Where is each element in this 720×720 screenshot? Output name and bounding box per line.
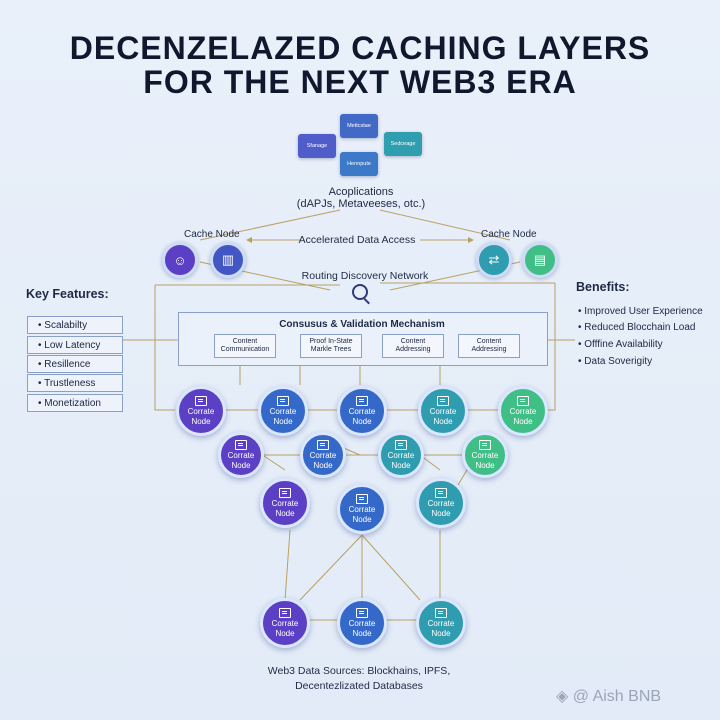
- cache-node-left-label: Cache Node: [184, 229, 240, 240]
- node-icon: [395, 439, 407, 450]
- database-icon: ▤: [522, 242, 558, 278]
- benefit-item: • Offfine Availability: [578, 339, 663, 350]
- node-label: Corrate: [187, 406, 215, 416]
- cache-node-right-label: Cache Node: [481, 229, 537, 240]
- data-sources-label: Web3 Data Sources: Blockhains, IPFS,: [267, 665, 451, 677]
- feature-item: • Low Latency: [27, 336, 123, 354]
- node-label: Corrate: [427, 618, 455, 628]
- consensus-title: Consusus & Validation Mechanism: [279, 319, 445, 330]
- applications-sub: (dAPJs, Metaveeses, otc.): [296, 198, 426, 210]
- server-icon: ▥: [210, 242, 246, 278]
- page-subtitle: FOR THE NEXT WEB3 ERA: [143, 64, 577, 100]
- compute-box: Henopute: [340, 152, 378, 176]
- node-label: Node: [231, 460, 251, 470]
- data-sources-label-2: Decentezlizated Databases: [295, 680, 423, 692]
- page-title: DECENZELAZED CACHING LAYERS: [69, 30, 651, 66]
- feature-item: • Monetization: [27, 394, 123, 412]
- service-box: Sedceage: [384, 132, 422, 156]
- node-label: Node: [475, 460, 495, 470]
- node-label: Corrate: [348, 618, 376, 628]
- node-label: Node: [275, 628, 295, 638]
- benefit-item: • Data Soverigity: [578, 356, 653, 367]
- node-label: Node: [313, 460, 333, 470]
- node-label: Node: [391, 460, 411, 470]
- node-label: Corrate: [509, 406, 537, 416]
- node-icon: [437, 395, 449, 406]
- node-label: Corrate: [271, 498, 299, 508]
- node-label: Corrate: [348, 406, 376, 416]
- key-features-heading: Key Features:: [26, 287, 109, 301]
- user-icon: ☺: [162, 242, 198, 278]
- node-icon: [356, 607, 368, 618]
- feature-item: • Trustleness: [27, 374, 123, 392]
- node-label: Corrate: [309, 450, 337, 460]
- node-icon: [356, 395, 368, 406]
- node-icon: [356, 493, 368, 504]
- transfer-icon: ⇄: [476, 242, 512, 278]
- node-label: Node: [431, 508, 451, 518]
- node-label: Node: [273, 416, 293, 426]
- accelerated-label: Accelerated Data Access: [298, 234, 416, 246]
- node-label: Corrate: [227, 450, 255, 460]
- feature-item: • Scalabilty: [27, 316, 123, 334]
- node-label: Node: [352, 628, 372, 638]
- node-label: Corrate: [427, 498, 455, 508]
- search-icon: [352, 284, 368, 300]
- benefit-item: • Reduced Blocchain Load: [578, 322, 696, 333]
- node-icon: [279, 607, 291, 618]
- node-icon: [317, 439, 329, 450]
- node-icon: [517, 395, 529, 406]
- node-label: Corrate: [348, 504, 376, 514]
- routing-label: Routing Discovery Network: [301, 270, 429, 282]
- node-label: Corrate: [271, 618, 299, 628]
- node-label: Corrate: [269, 406, 297, 416]
- benefits-heading: Benefits:: [576, 280, 630, 294]
- node-label: Node: [275, 508, 295, 518]
- node-label: Corrate: [471, 450, 499, 460]
- node-icon: [279, 487, 291, 498]
- node-icon: [435, 487, 447, 498]
- node-label: Node: [431, 628, 451, 638]
- metastore-box: Mettcstae: [340, 114, 378, 138]
- node-label: Node: [513, 416, 533, 426]
- node-icon: [435, 607, 447, 618]
- applications-label: Acoplications: [328, 186, 394, 198]
- feature-item: • Resillence: [27, 355, 123, 373]
- node-label: Node: [433, 416, 453, 426]
- node-icon: [277, 395, 289, 406]
- node-label: Node: [352, 514, 372, 524]
- node-label: Node: [352, 416, 372, 426]
- node-label: Corrate: [429, 406, 457, 416]
- node-icon: [235, 439, 247, 450]
- watermark: ◈ @ Aish BNB: [556, 688, 662, 705]
- node-label: Corrate: [387, 450, 415, 460]
- node-icon: [195, 395, 207, 406]
- benefit-item: • Improved User Experience: [578, 306, 703, 317]
- node-label: Node: [191, 416, 211, 426]
- storage-box: Sfanage: [298, 134, 336, 158]
- diamond-icon: ◈: [556, 688, 569, 705]
- node-icon: [479, 439, 491, 450]
